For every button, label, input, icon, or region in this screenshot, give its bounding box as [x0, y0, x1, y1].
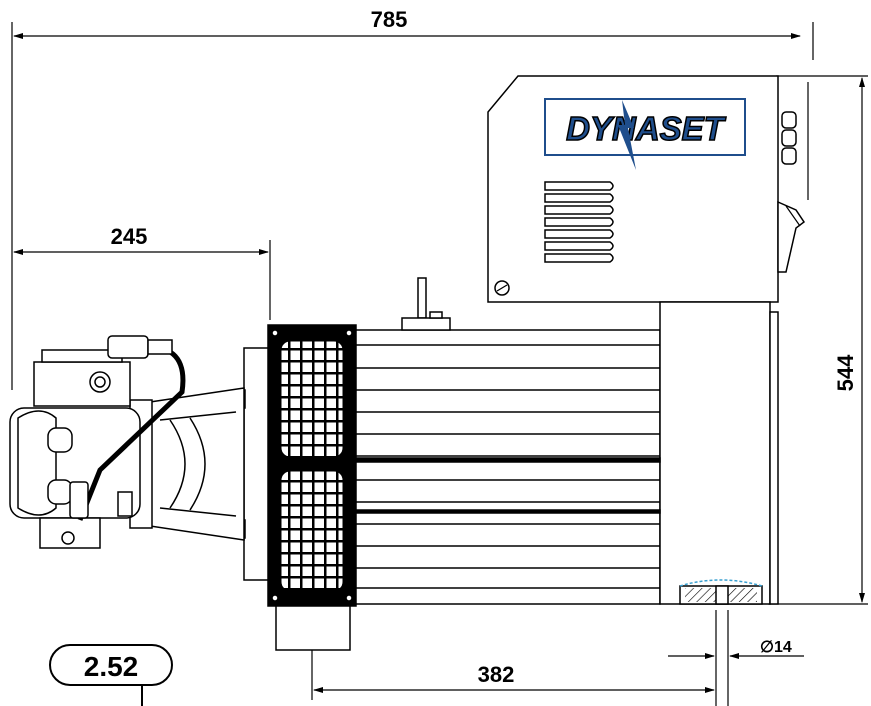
reference-badge: 2.52 [49, 644, 173, 706]
badge-label: 2.52 [84, 651, 139, 682]
dynaset-logo: DYNASET [544, 98, 746, 170]
dimension-pump-offset: 245 [13, 224, 271, 320]
dimension-label-hole: ∅14 [760, 639, 792, 656]
control-box: DYNASET [487, 75, 806, 303]
dimension-label-height: 544 [833, 354, 858, 391]
dimension-height: 544 [768, 75, 868, 605]
logo-brand: DYNASET [566, 110, 727, 147]
dimension-label-overall: 785 [371, 7, 408, 32]
dimension-label-offset: 245 [111, 224, 148, 249]
dimension-mount-distance: 382 [311, 610, 729, 706]
hydraulic-pump [9, 335, 245, 549]
dimension-hole-diameter: ∅14 [668, 639, 804, 659]
vent-slots [544, 181, 614, 263]
motor-body [354, 277, 779, 605]
dimension-label-mount: 382 [478, 662, 515, 687]
fan-grille [234, 324, 357, 651]
dimension-overall-length: 785 [11, 7, 814, 390]
